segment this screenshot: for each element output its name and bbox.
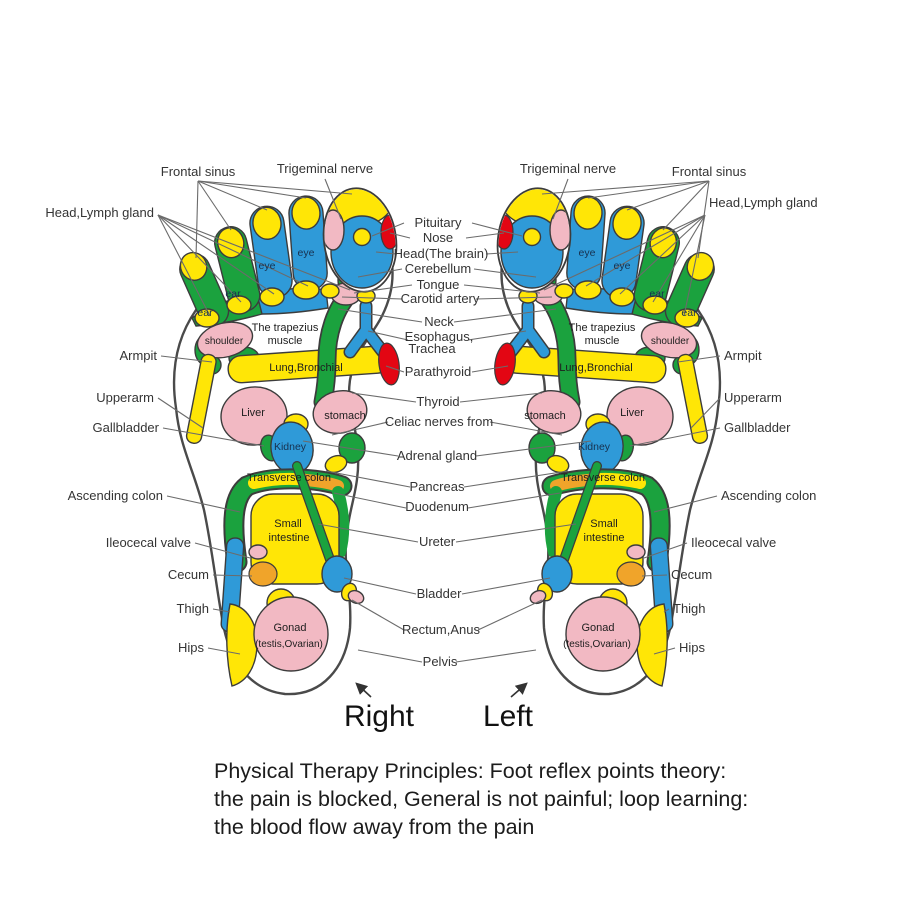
stomach-label: stomach	[324, 410, 366, 422]
left-label-column: Frontal sinus Trigeminal nerve Head,Lymp…	[45, 161, 373, 655]
label-gallbladder: Gallbladder	[724, 420, 791, 435]
label-celiac-nerves: Celiac nerves from	[385, 414, 493, 429]
eye-label: eye	[259, 260, 276, 272]
kidney-label: Kidney	[578, 441, 611, 453]
right-foot-arrow	[355, 682, 372, 698]
caption-line: the blood flow away from the pain	[214, 815, 535, 839]
right-foot-caption: Right	[344, 700, 415, 733]
leader-lines	[157, 178, 721, 698]
eye-label: eye	[614, 260, 631, 272]
gonad-label: (testis,Ovarian)	[255, 639, 323, 650]
eye-label: eye	[298, 247, 315, 259]
shoulder-label: shoulder	[651, 336, 690, 347]
trapezius-label: The trapezius	[569, 322, 636, 334]
label-tongue: Tongue	[417, 277, 460, 292]
label-carotid-artery: Carotid artery	[401, 291, 480, 306]
gonad-label: Gonad	[581, 622, 614, 634]
label-rectum-anus: Rectum,Anus	[402, 622, 481, 637]
caption-line: Physical Therapy Principles: Foot reflex…	[214, 759, 727, 783]
label-hips: Hips	[679, 640, 706, 655]
ear-label: ear	[197, 307, 213, 319]
label-parathyroid: Parathyroid	[405, 364, 471, 379]
label-upperarm: Upperarm	[96, 390, 154, 405]
eye-label: eye	[579, 247, 596, 259]
label-head-lymph-gland: Head,Lymph gland	[709, 195, 818, 210]
label-pancreas: Pancreas	[410, 479, 465, 494]
label-cerebellum: Cerebellum	[405, 261, 471, 276]
left-foot-caption: Left	[483, 700, 534, 733]
liver-label: Liver	[241, 407, 265, 419]
gonad-label: Gonad	[273, 622, 306, 634]
small-intestine-label: Small	[590, 518, 618, 530]
label-ileocecal-valve: Ileocecal valve	[106, 535, 191, 550]
label-adrenal-gland: Adrenal gland	[397, 448, 477, 463]
trapezius-label: The trapezius	[252, 322, 319, 334]
label-neck: Neck	[424, 314, 454, 329]
ear-label: ear	[681, 307, 697, 319]
label-thigh: Thigh	[673, 601, 706, 616]
left-foot-illustration	[491, 174, 720, 694]
label-esophagus: Esophagus,	[405, 329, 474, 344]
trapezius-label: muscle	[585, 335, 620, 347]
label-thyroid: Thyroid	[416, 394, 459, 409]
label-frontal-sinus: Frontal sinus	[672, 164, 747, 179]
label-ileocecal-valve: Ileocecal valve	[691, 535, 776, 550]
label-nose: Nose	[423, 230, 453, 245]
small-intestine-label: intestine	[584, 532, 625, 544]
label-duodenum: Duodenum	[405, 499, 469, 514]
label-armpit: Armpit	[724, 348, 762, 363]
left-foot-arrow	[510, 682, 528, 698]
gonad-label: (testis,Ovarian)	[563, 639, 631, 650]
transverse-colon-label: Transverse colon	[247, 472, 331, 484]
ear-label: ear	[649, 288, 665, 300]
label-trigeminal-nerve: Trigeminal nerve	[520, 161, 616, 176]
label-ureter: Ureter	[419, 534, 456, 549]
label-gallbladder: Gallbladder	[93, 420, 160, 435]
right-label-column: Trigeminal nerve Frontal sinus Head,Lymp…	[520, 161, 818, 655]
liver-label: Liver	[620, 407, 644, 419]
trapezius-label: muscle	[268, 335, 303, 347]
left-foot-internal-labels: eye eye ear ear shoulder The trapezius m…	[524, 247, 697, 650]
label-head-lymph-gland: Head,Lymph gland	[45, 205, 154, 220]
label-cecum: Cecum	[671, 567, 712, 582]
label-cecum: Cecum	[168, 567, 209, 582]
label-pituitary: Pituitary	[415, 215, 462, 230]
label-ascending-colon: Ascending colon	[68, 488, 163, 503]
label-pelvis: Pelvis	[423, 654, 458, 669]
label-thigh: Thigh	[176, 601, 209, 616]
caption-line: the pain is blocked, General is not pain…	[214, 787, 749, 811]
label-trachea: Trachea	[408, 341, 456, 356]
center-label-column: Pituitary Nose Head(The brain) Cerebellu…	[385, 215, 493, 669]
label-armpit: Armpit	[119, 348, 157, 363]
label-hips: Hips	[178, 640, 205, 655]
right-foot-illustration	[174, 174, 403, 694]
shoulder-label: shoulder	[205, 336, 244, 347]
label-frontal-sinus: Frontal sinus	[161, 164, 236, 179]
caption-text: Physical Therapy Principles: Foot reflex…	[214, 757, 794, 841]
label-head-brain: Head(The brain)	[394, 246, 489, 261]
lung-label: Lung,Bronchial	[559, 362, 632, 374]
kidney-label: Kidney	[274, 441, 307, 453]
label-trigeminal-nerve: Trigeminal nerve	[277, 161, 373, 176]
right-foot-internal-labels: eye eye ear ear shoulder The trapezius m…	[197, 247, 365, 650]
stomach-label: stomach	[524, 410, 566, 422]
small-intestine-label: intestine	[269, 532, 310, 544]
label-upperarm: Upperarm	[724, 390, 782, 405]
label-bladder: Bladder	[417, 586, 462, 601]
small-intestine-label: Small	[274, 518, 302, 530]
ear-label: ear	[225, 288, 241, 300]
transverse-colon-label: Transverse colon	[561, 472, 645, 484]
label-ascending-colon: Ascending colon	[721, 488, 816, 503]
lung-label: Lung,Bronchial	[269, 362, 342, 374]
